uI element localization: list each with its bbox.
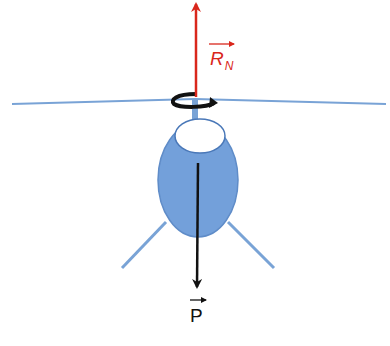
skid-leg (122, 222, 166, 268)
rotor-blade (12, 99, 195, 104)
weight-force-arrow (197, 163, 198, 287)
vector-symbol (190, 299, 206, 300)
cockpit-window (175, 119, 225, 153)
skid-leg (228, 222, 274, 268)
force-subscript: N (225, 60, 234, 72)
reaction-force-arrow (195, 4, 198, 97)
rotation-arrowhead (209, 97, 218, 108)
force-label: P (190, 306, 203, 325)
rotation-symbol (173, 94, 214, 107)
force-label: R (210, 49, 224, 68)
rotor-blade (195, 99, 386, 104)
vector-symbol (209, 43, 234, 44)
